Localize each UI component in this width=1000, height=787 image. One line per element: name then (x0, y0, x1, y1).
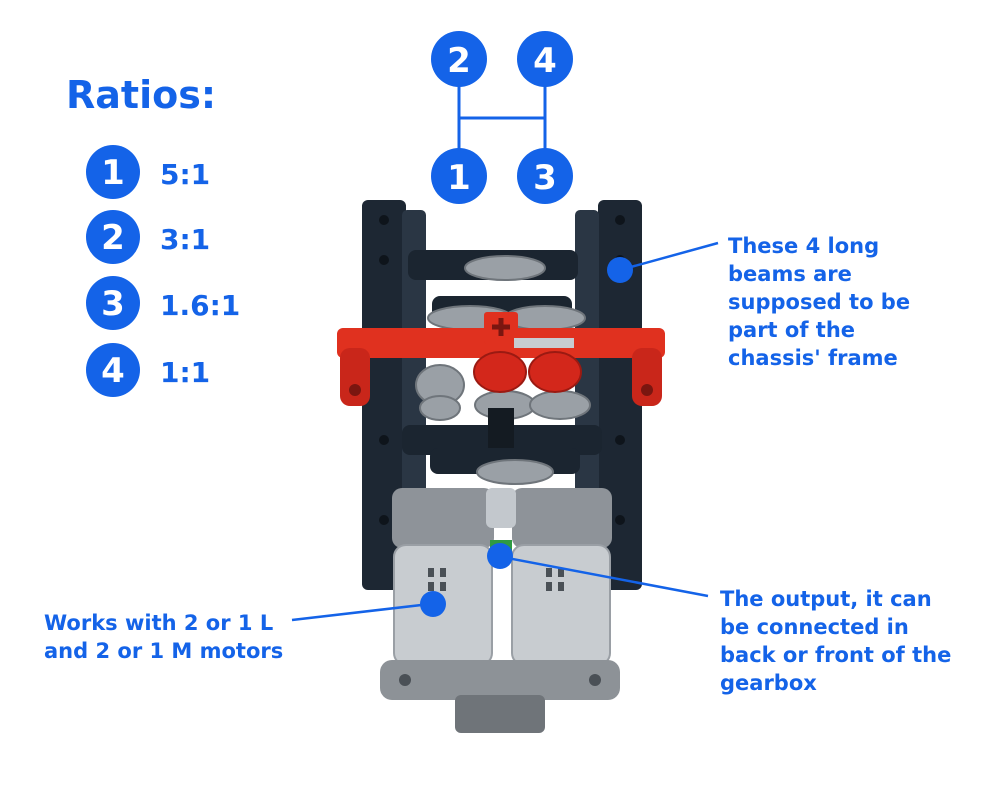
output-text-line-4: gearbox (720, 671, 817, 695)
gear-position-1-label: 1 (447, 158, 471, 198)
ratio-number-1: 1 (101, 153, 125, 193)
output-coupler (486, 488, 516, 528)
beams-text-line-5: chassis' frame (728, 346, 898, 370)
gear-position-3 (517, 148, 573, 204)
beams-marker (607, 257, 633, 283)
shift-pattern: 2 4 1 3 (431, 31, 573, 204)
bottom-mount-block (455, 695, 545, 733)
red-right-mount (632, 348, 662, 406)
right-motor-body (511, 544, 611, 666)
motors-marker (420, 591, 446, 617)
red-clutch-right (528, 351, 582, 393)
right-motor-gearhead (512, 488, 612, 548)
ratio-item-2: 2 3:1 (86, 210, 210, 264)
beams-text-line-4: part of the (728, 318, 855, 342)
selector-rod (514, 338, 574, 348)
output-callout: The output, it can be connected in back … (487, 543, 959, 695)
gear-position-2 (431, 31, 487, 87)
ratio-item-4: 4 1:1 (86, 343, 210, 397)
gear-position-3-label: 3 (533, 158, 557, 198)
ratio-number-3: 3 (101, 284, 125, 324)
gearbox-model-illustration (337, 200, 665, 733)
ratio-value-4: 1:1 (160, 356, 210, 389)
left-motor-gearhead (392, 488, 494, 548)
output-text-line-2: be connected in (720, 615, 909, 639)
ratio-value-1: 5:1 (160, 158, 210, 191)
ratio-item-3: 3 1.6:1 (86, 276, 240, 330)
svg-text:Works with 2 or 1 L and: Works with 2 or 1 L and 2 or 1 M motors (44, 611, 283, 663)
beams-text-line-2: beams are (728, 262, 852, 286)
center-shaft-block (488, 408, 514, 448)
output-text-line-1: The output, it can (720, 587, 932, 611)
ratios-title: Ratios: (66, 73, 216, 117)
motors-text-line-2: and 2 or 1 M motors (44, 639, 283, 663)
motors-callout: Works with 2 or 1 L and 2 or 1 M motors (44, 591, 446, 663)
bottom-mount-frame (380, 660, 620, 700)
gear-position-4-label: 4 (533, 41, 557, 81)
ratio-number-4: 4 (101, 351, 125, 391)
beams-text-line-3: supposed to be (728, 290, 910, 314)
output-text-line-3: back or front of the (720, 643, 951, 667)
beams-callout: These 4 long beams are supposed to be pa… (607, 234, 917, 370)
red-clutch-left (473, 351, 527, 393)
gear-position-2-label: 2 (447, 41, 471, 81)
svg-text:The output, it can be co: The output, it can be connected in back … (720, 587, 959, 695)
gear-position-1 (431, 148, 487, 204)
red-left-mount (340, 348, 370, 406)
motors-text-line-1: Works with 2 or 1 L (44, 611, 273, 635)
beams-text-line-1: These 4 long (728, 234, 879, 258)
ratio-value-3: 1.6:1 (160, 289, 240, 322)
gear-position-4 (517, 31, 573, 87)
svg-text:These 4 long beams are: These 4 long beams are supposed to be pa… (728, 234, 917, 370)
output-marker (487, 543, 513, 569)
ratio-item-1: 1 5:1 (86, 145, 210, 199)
ratio-value-2: 3:1 (160, 223, 210, 256)
ratio-number-2: 2 (101, 218, 125, 258)
